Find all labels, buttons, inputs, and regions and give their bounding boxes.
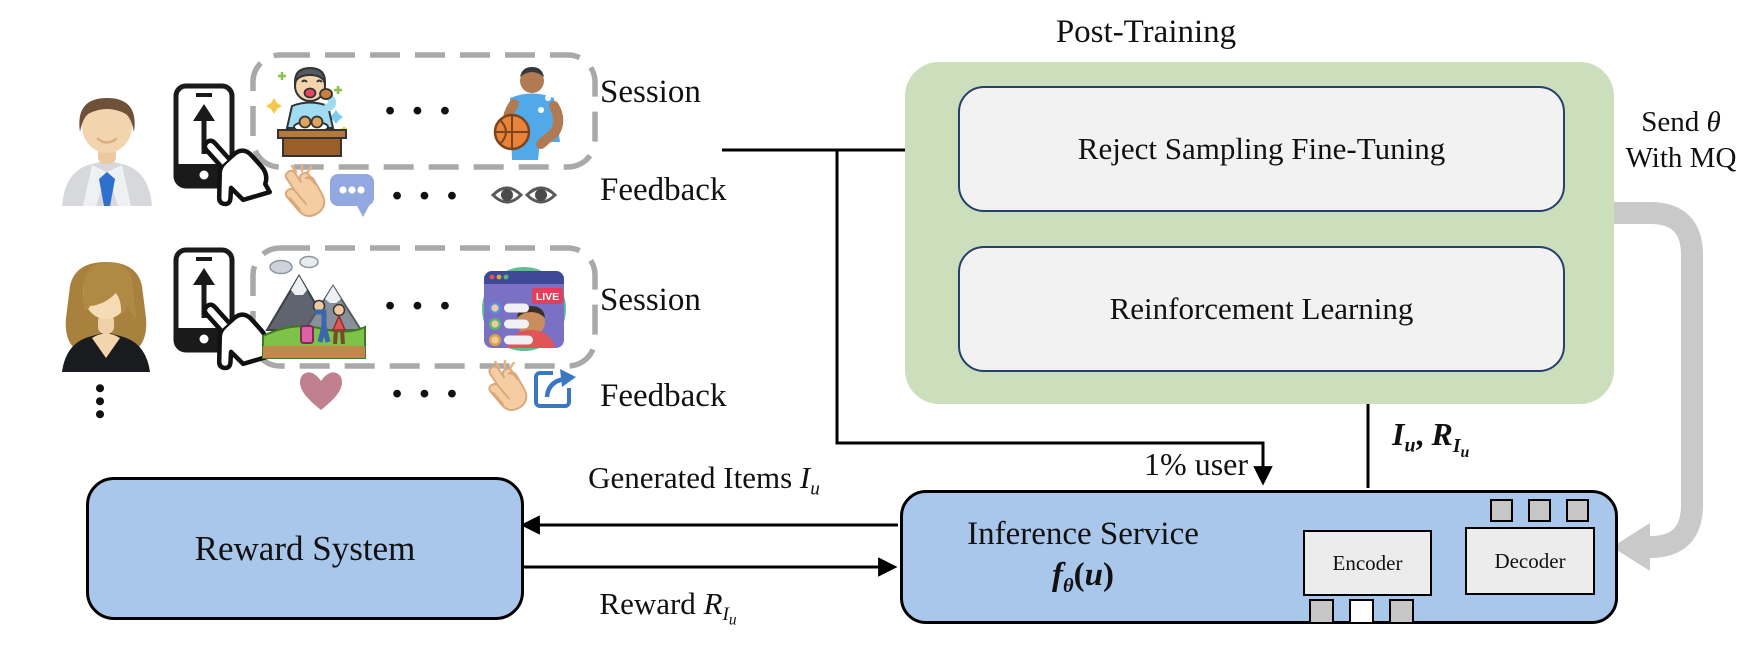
rsft-label: Reject Sampling Fine-Tuning xyxy=(1077,131,1446,166)
post-training-title: Post-Training xyxy=(1055,14,1237,50)
arrow-session-to-inference xyxy=(835,150,1273,486)
heart-icon xyxy=(298,370,344,412)
inference-service-text: Inference Service fθ(u) xyxy=(903,514,1263,600)
clap-icon-1 xyxy=(276,163,326,218)
vertical-ellipsis-icon: ••• xyxy=(94,372,106,431)
user-woman-avatar xyxy=(54,250,158,372)
one-percent-user-label: 1% user xyxy=(1144,446,1248,482)
rsft-box: Reject Sampling Fine-Tuning xyxy=(958,86,1565,212)
token-square xyxy=(1309,599,1334,624)
token-square xyxy=(1389,599,1414,624)
eating-man-icon xyxy=(266,60,358,160)
comment-bubble-icon xyxy=(328,172,376,218)
share-icon xyxy=(532,366,576,410)
token-square xyxy=(1349,599,1374,624)
generated-items-label: Generated Items Iu xyxy=(588,460,820,500)
session-label-2: Session xyxy=(600,282,701,318)
token-square xyxy=(1490,499,1513,522)
inference-service-box: Inference Service fθ(u) Encoder Decoder xyxy=(900,490,1618,624)
user-man-avatar xyxy=(56,86,158,206)
feedback-label-2: Feedback xyxy=(600,378,727,414)
decoder-box: Decoder xyxy=(1465,527,1595,595)
live-stream-icon: LIVE xyxy=(478,252,570,356)
decoder-label: Decoder xyxy=(1494,548,1566,573)
reward-system-label: Reward System xyxy=(194,528,416,568)
rl-box: Reinforcement Learning xyxy=(958,246,1565,372)
live-badge-text: LIVE xyxy=(536,291,559,303)
rl-label: Reinforcement Learning xyxy=(1109,291,1414,326)
ellipsis-icon: • • • xyxy=(385,95,455,127)
smartphone-tap-icon xyxy=(150,82,272,207)
eyes-icon xyxy=(490,180,558,210)
send-theta-label: Send θ With MQ xyxy=(1625,106,1737,175)
token-square xyxy=(1528,499,1551,522)
ellipsis-icon: • • • xyxy=(392,180,462,212)
basketball-player-icon xyxy=(478,64,568,160)
hiking-scene-icon xyxy=(262,254,366,359)
feedback-label-1: Feedback xyxy=(600,172,727,208)
smartphone-tap-icon xyxy=(150,246,272,371)
session-label-1: Session xyxy=(600,74,701,110)
session-box-2 xyxy=(250,245,598,369)
ellipsis-icon: • • • xyxy=(392,378,462,410)
send-theta-arrow xyxy=(1614,202,1703,558)
iu-riu-label: Iu, RIu xyxy=(1392,416,1470,461)
ellipsis-icon: • • • xyxy=(385,290,455,322)
encoder-box: Encoder xyxy=(1303,530,1432,596)
send-theta-arrowhead xyxy=(1612,523,1650,571)
reward-system-box: Reward System xyxy=(86,477,524,620)
inference-service-title: Inference Service xyxy=(967,516,1199,553)
inference-formula: fθ(u) xyxy=(1052,557,1114,598)
encoder-label: Encoder xyxy=(1332,550,1403,575)
token-square xyxy=(1566,499,1589,522)
session-box-1 xyxy=(250,52,598,170)
post-training-panel: Reject Sampling Fine-Tuning Reinforcemen… xyxy=(905,62,1614,404)
reward-label: Reward RIu xyxy=(599,586,737,629)
clap-icon-2 xyxy=(480,359,528,412)
